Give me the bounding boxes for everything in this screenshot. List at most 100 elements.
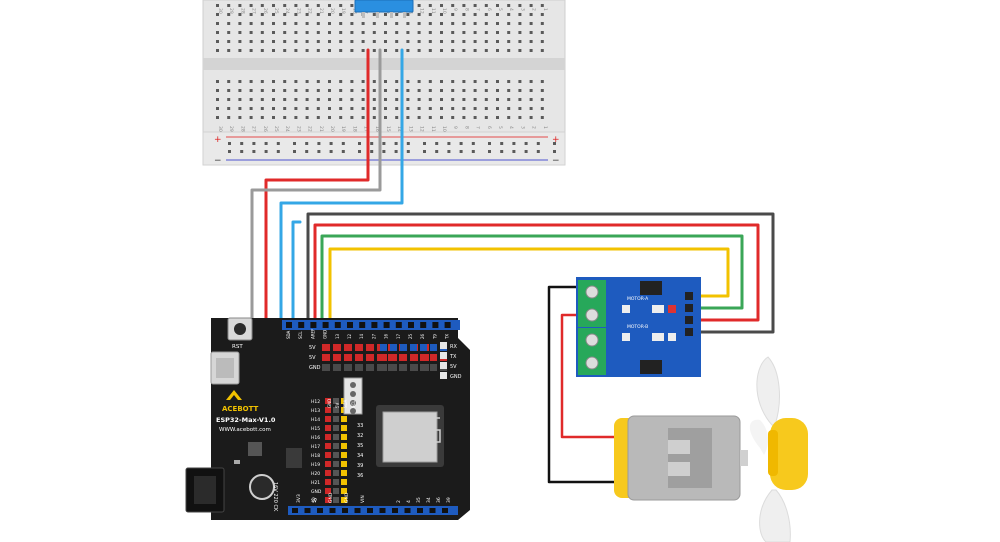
rail-hole xyxy=(435,142,439,145)
breadboard-hole xyxy=(440,89,443,92)
breadboard-hole xyxy=(417,40,421,43)
right-pin xyxy=(440,342,447,349)
bottom-header-pins xyxy=(292,508,448,513)
breadboard-hole xyxy=(428,49,432,52)
breadboard-hole xyxy=(249,40,253,43)
rail-hole xyxy=(358,142,361,145)
rail-hole xyxy=(382,142,386,145)
breadboard-hole xyxy=(339,116,343,119)
header-pin xyxy=(310,322,317,328)
breadboard-hole xyxy=(227,107,231,110)
iic-label: GND xyxy=(327,399,332,408)
breadboard-hole xyxy=(350,80,354,83)
dc-motor xyxy=(614,415,748,501)
column-number: 16 xyxy=(374,126,380,132)
breadboard-hole xyxy=(406,107,410,110)
rail-hole xyxy=(447,150,451,153)
breadboard-hole xyxy=(540,31,544,34)
breadboard-hole xyxy=(316,116,320,119)
wire-green-to-driver xyxy=(320,234,744,327)
rail-hole xyxy=(264,150,268,153)
rail-minus-label-right: − xyxy=(552,156,560,166)
io-label: 35 xyxy=(357,443,363,449)
breadboard-hole xyxy=(372,49,376,52)
breadboard-hole xyxy=(316,98,320,101)
breadboard-hole xyxy=(417,89,421,92)
breadboard-hole xyxy=(283,107,287,110)
terminal-screw-3 xyxy=(585,333,599,347)
bottom-power-label: 3V3 xyxy=(296,494,302,503)
breadboard-hole xyxy=(496,31,499,34)
capacitor: 16V 220 CK xyxy=(249,474,278,512)
breadboard-hole xyxy=(473,40,477,43)
column-number: 7 xyxy=(475,8,481,11)
breadboard-hole xyxy=(529,49,533,52)
breadboard-hole xyxy=(496,80,499,83)
fan-hub xyxy=(770,418,808,490)
breadboard-hole xyxy=(417,31,421,34)
rail-hole xyxy=(382,150,386,153)
breadboard-hole xyxy=(484,40,488,43)
board-url: WWW.acebott.com xyxy=(219,427,271,433)
breadboard-hole xyxy=(451,31,455,34)
rail-hole xyxy=(459,150,463,153)
breadboard-hole xyxy=(361,31,365,34)
breadboard-hole xyxy=(395,89,399,92)
shield-pin-label: H16 xyxy=(311,435,320,441)
top-pin-label: 26 xyxy=(420,333,425,339)
column-number: 30 xyxy=(217,8,223,14)
breadboard-hole xyxy=(384,80,387,83)
power-pin xyxy=(366,354,374,361)
column-number: 20 xyxy=(329,126,335,132)
breadboard-hole xyxy=(305,31,309,34)
motor-driver-board: MOTOR-A MOTOR-B xyxy=(576,277,701,377)
shield-pin-label: H12 xyxy=(311,399,320,405)
breadboard-hole xyxy=(249,98,253,101)
shield-pin-v xyxy=(325,398,331,404)
breadboard-hole xyxy=(305,80,309,83)
breadboard-hole xyxy=(216,80,219,83)
breadboard-hole xyxy=(473,4,477,7)
rail-hole xyxy=(500,150,504,153)
breadboard-hole xyxy=(339,89,343,92)
column-number: 18 xyxy=(351,8,357,14)
breadboard-hole xyxy=(260,31,264,34)
breadboard-hole xyxy=(496,13,499,16)
power-pin xyxy=(344,364,352,371)
breadboard-hole xyxy=(316,13,320,16)
column-number: 5 xyxy=(497,8,503,11)
red-pin xyxy=(380,354,387,361)
breadboard-hole xyxy=(361,107,365,110)
breadboard-hole xyxy=(316,49,320,52)
column-number: 9 xyxy=(452,126,458,129)
breadboard-hole xyxy=(216,13,219,16)
shield-pin-g xyxy=(333,416,339,422)
rail-hole xyxy=(240,150,244,153)
breadboard-hole xyxy=(473,49,477,52)
iic-label: 5V xyxy=(335,402,340,408)
breadboard-hole xyxy=(283,80,287,83)
breadboard-hole xyxy=(384,22,387,25)
breadboard-hole xyxy=(272,31,275,34)
breadboard-hole xyxy=(294,80,298,83)
shield-pin-label: H18 xyxy=(311,453,320,459)
top-pin-header xyxy=(282,320,460,330)
shield-pin-s xyxy=(341,434,347,440)
breadboard-hole xyxy=(473,116,477,119)
breadboard-hole xyxy=(350,4,354,7)
shield-pin-v xyxy=(325,488,331,494)
breadboard-hole xyxy=(328,116,331,119)
shield-pin-g xyxy=(333,497,339,503)
header-pin xyxy=(417,508,423,513)
breadboard-hole xyxy=(328,31,331,34)
header-pin xyxy=(342,508,348,513)
breadboard-hole xyxy=(529,80,533,83)
breadboard-hole xyxy=(227,98,231,101)
shield-pin-g xyxy=(333,461,339,467)
header-pin xyxy=(379,508,386,513)
header-pin xyxy=(404,508,411,513)
shield-pin-g xyxy=(333,443,339,449)
blue-pin xyxy=(380,344,387,351)
breadboard-hole xyxy=(249,89,253,92)
power-pin xyxy=(355,354,363,361)
